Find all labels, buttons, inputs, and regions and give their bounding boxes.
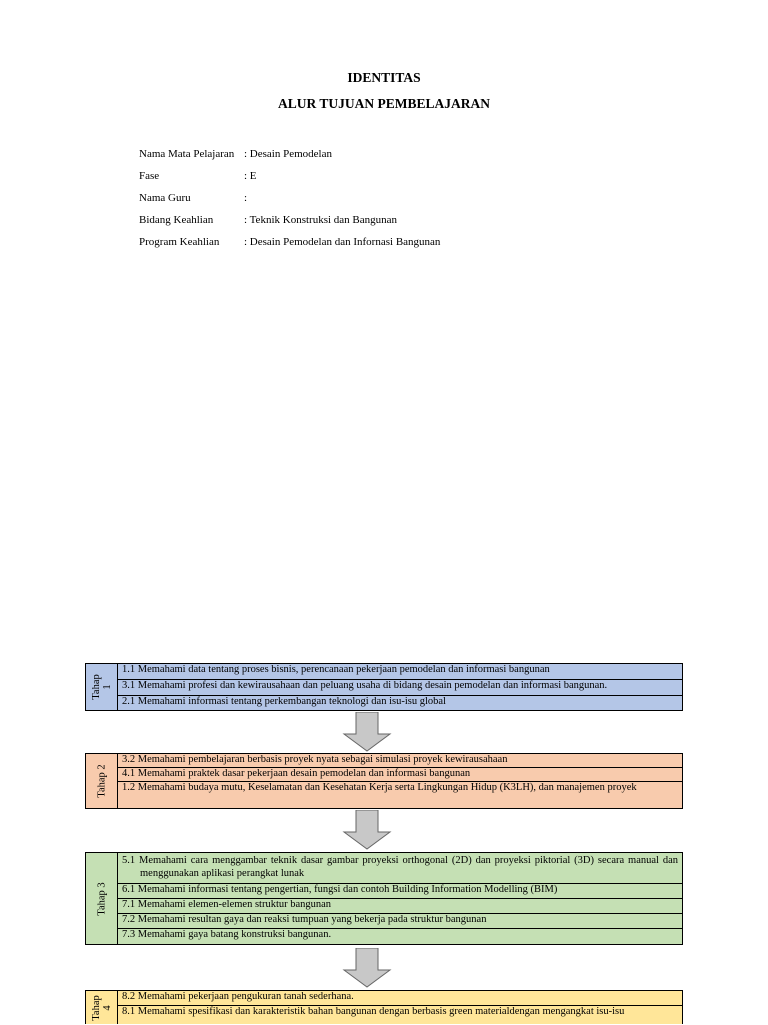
stage-item: 3.1 Memahami profesi dan kewirausahaan d… (118, 680, 682, 696)
document-subtitle: ALUR TUJUAN PEMBELAJARAN (277, 96, 490, 111)
stage-1-box: Tahap 1 1.1 Memahami data tentang proses… (85, 663, 683, 711)
identity-label: Program Keahlian (139, 236, 220, 248)
stage-item: 5.1 Memahami cara menggambar teknik dasa… (118, 853, 682, 884)
stage-label-text: Tahap 2 (96, 764, 107, 798)
stage-3-label: Tahap 3 (86, 853, 118, 944)
identity-value: : E (244, 170, 257, 182)
stage-item: 2.1 Memahami informasi tentang perkemban… (122, 696, 446, 707)
stage-item: 1.1 Memahami data tentang proses bisnis,… (118, 664, 682, 680)
stage-item: 4.1 Memahami praktek dasar pekerjaan des… (118, 768, 682, 782)
stage-2-label: Tahap 2 (86, 754, 118, 808)
stage-1-label: Tahap 1 (86, 664, 118, 710)
down-arrow-icon (342, 948, 392, 988)
stage-label-text: Tahap 4 (90, 994, 113, 1021)
identity-value: : Teknik Konstruksi dan Bangunan (244, 214, 398, 226)
stage-label-text: Tahap 3 (96, 881, 107, 916)
stage-2-box: Tahap 2 3.2 Memahami pembelajaran berbas… (85, 753, 683, 809)
stage-item: 1.2 Memahami budaya mutu, Keselamatan da… (122, 782, 637, 793)
stage-item: 3.2 Memahami pembelajaran berbasis proye… (118, 754, 682, 768)
stage-label-text: Tahap 1 (90, 674, 113, 700)
stage-item: 7.1 Memahami elemen-elemen struktur bang… (118, 899, 682, 914)
stage-3-box: Tahap 3 5.1 Memahami cara menggambar tek… (85, 852, 683, 945)
document-title: IDENTITAS (347, 70, 421, 85)
down-arrow-icon (342, 810, 392, 850)
identity-value: : (244, 192, 248, 204)
identity-value: : Desain Pemodelan dan Infornasi Banguna… (244, 236, 441, 248)
identity-label: Fase (139, 170, 160, 182)
down-arrow-icon (342, 712, 392, 752)
stage-item: 6.1 Memahami informasi tentang pengertia… (118, 884, 682, 899)
identity-value: : Desain Pemodelan (244, 148, 332, 160)
stage-item: 7.3 Memahami gaya batang konstruksi bang… (122, 929, 332, 940)
stage-4-label: Tahap 4 (86, 991, 118, 1024)
identity-label: Bidang Keahlian (139, 214, 214, 226)
stage-item: 7.2 Memahami resultan gaya dan reaksi tu… (118, 914, 682, 929)
stage-item: 8.1 Memahami spesifikasi dan karakterist… (122, 1006, 625, 1017)
identity-label: Nama Guru (139, 192, 191, 204)
stage-item: 8.2 Memahami pekerjaan pengukuran tanah … (118, 991, 682, 1006)
identity-label: Nama Mata Pelajaran (139, 148, 235, 160)
stage-4-box: Tahap 4 8.2 Memahami pekerjaan pengukura… (85, 990, 683, 1024)
